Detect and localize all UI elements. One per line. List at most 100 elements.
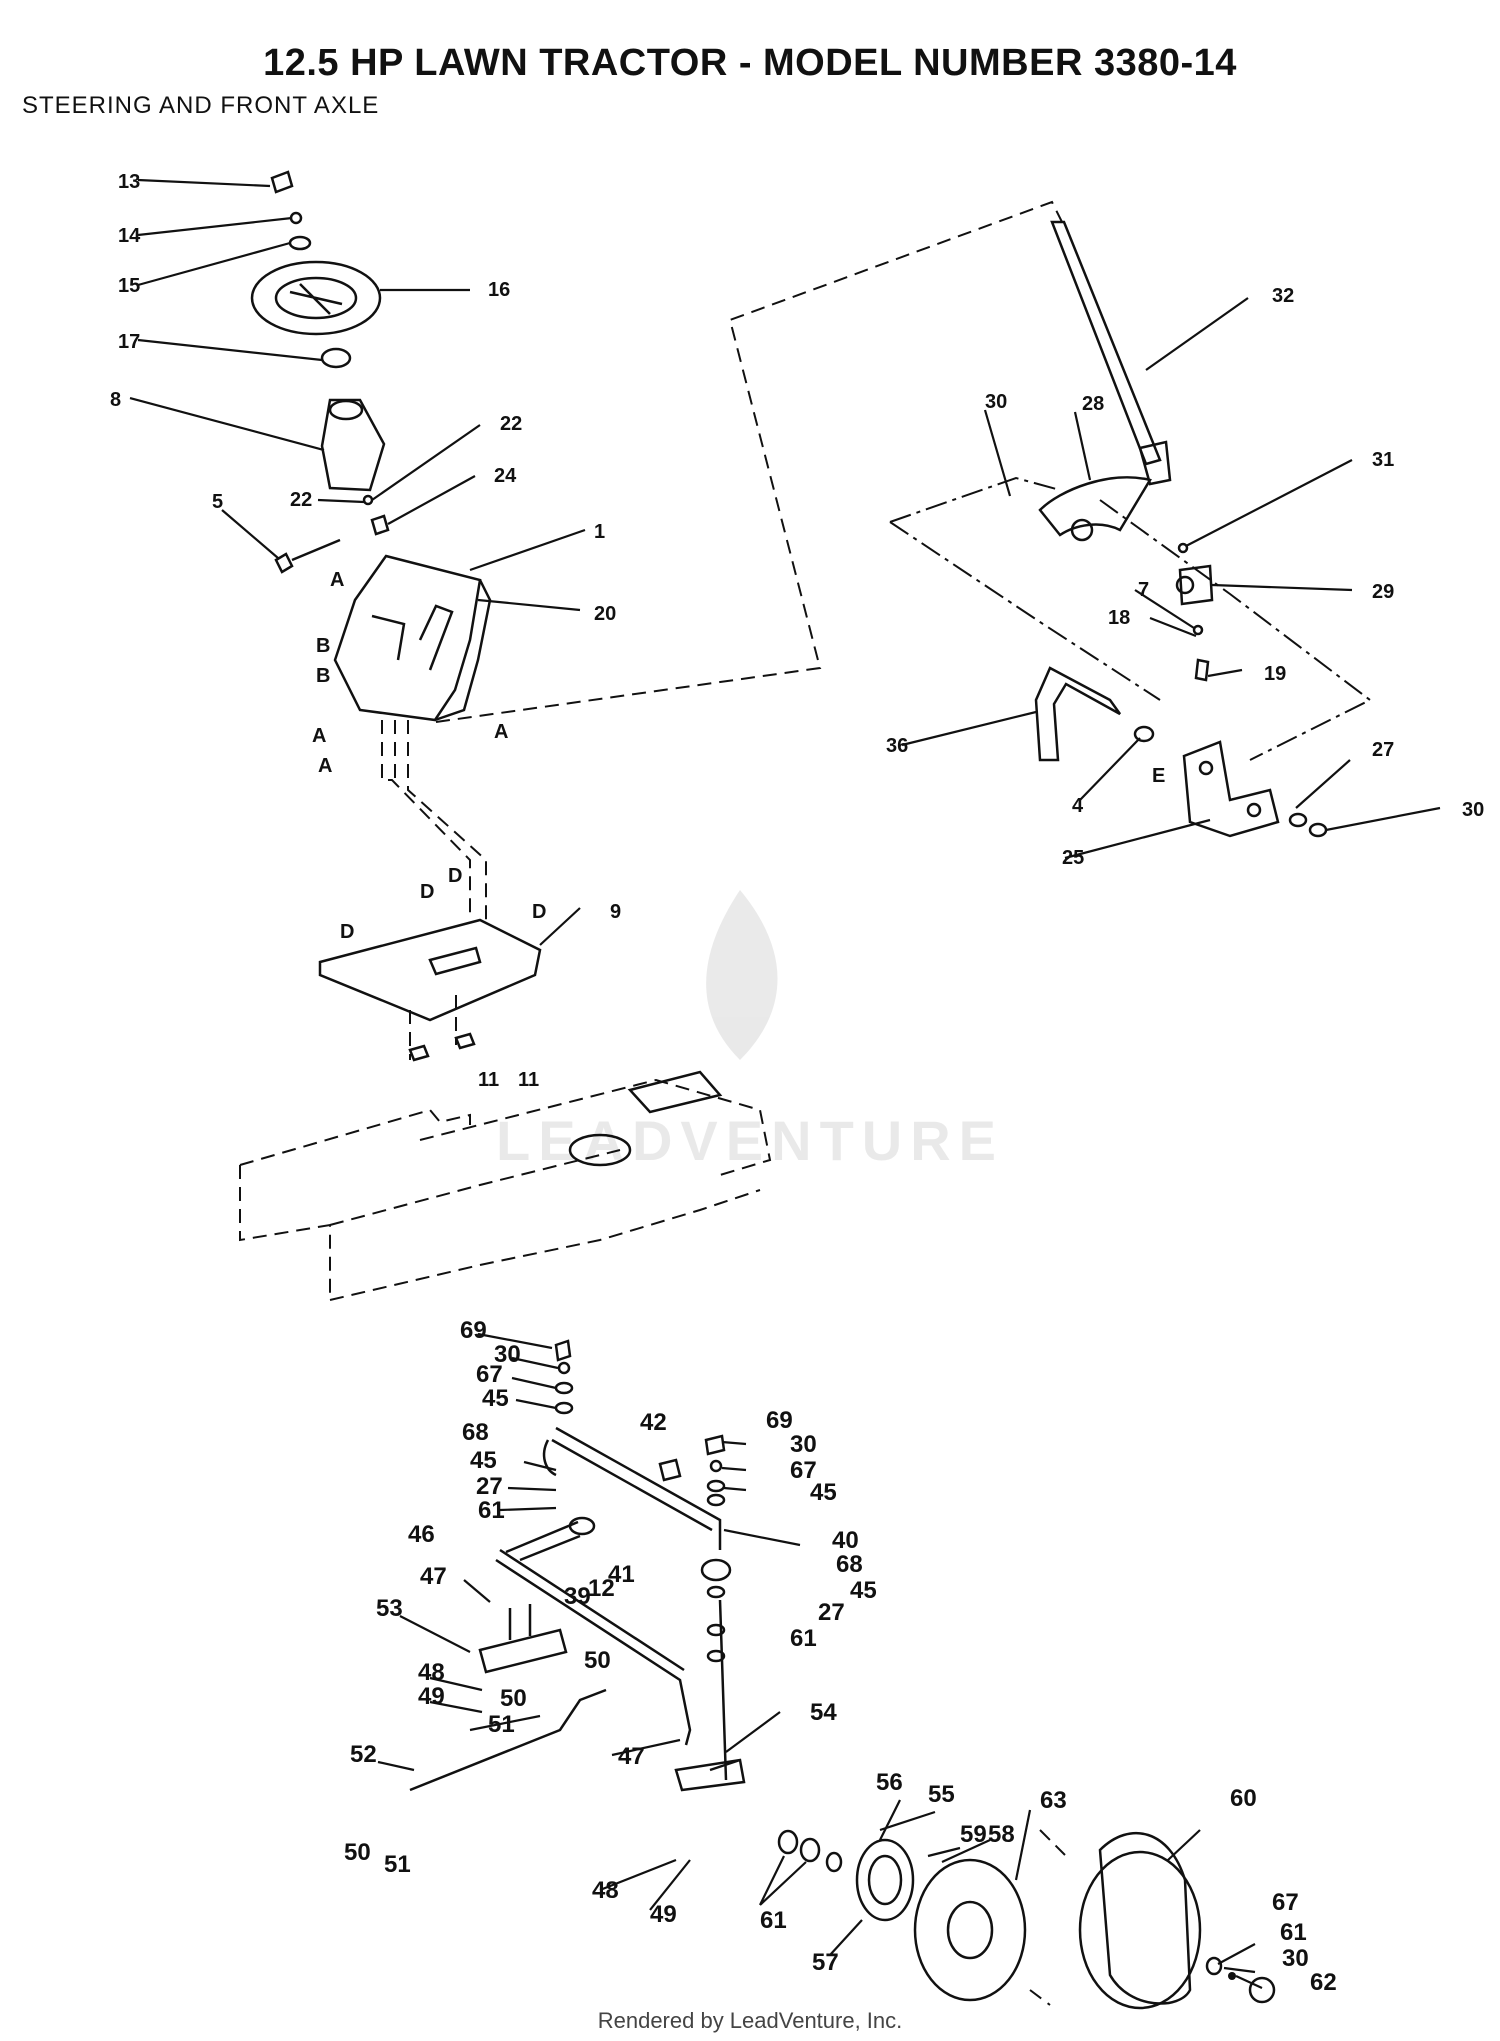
callout-label: 61: [790, 1625, 817, 1652]
steering-gear-assembly: [889, 220, 1372, 838]
callout-label: 22: [500, 413, 522, 435]
callout-label: 47: [618, 1743, 645, 1770]
wheel-rim-part: [913, 1858, 1027, 2002]
watermark-flame-icon: [706, 890, 778, 1060]
pinion-part: [1178, 564, 1214, 606]
callout-label: 41: [608, 1561, 635, 1588]
callout-label: 14: [118, 225, 141, 247]
callout-label: 61: [1280, 1919, 1307, 1946]
callout-label: 45: [810, 1479, 837, 1506]
callout-label: 28: [1082, 393, 1104, 415]
callout-label: 61: [760, 1907, 787, 1934]
callout-label: 50: [344, 1839, 371, 1866]
dash-console-part: [333, 554, 482, 722]
callout-label: 48: [418, 1659, 445, 1686]
callout-label: B: [316, 665, 330, 687]
callout-label: 39: [564, 1583, 591, 1610]
callout-label: 54: [810, 1699, 837, 1726]
nut-part: [289, 211, 303, 225]
steering-adapter-part: [320, 347, 352, 369]
callout-label: 8: [110, 389, 121, 411]
steering-wheel-part: [250, 260, 382, 336]
steering-rod-part: [409, 1688, 607, 1792]
callout-label: 25: [1062, 847, 1084, 869]
callout-label: 30: [985, 391, 1007, 413]
steering-boot-part: [320, 398, 386, 492]
callout-label: 24: [494, 465, 517, 487]
callout-label: 60: [1230, 1785, 1257, 1812]
callout-label: 11: [478, 1069, 499, 1091]
washer-part: [288, 235, 312, 251]
callout-label: 48: [592, 1877, 619, 1904]
callout-label: 61: [478, 1497, 505, 1524]
callout-label: 30: [494, 1341, 521, 1368]
drag-link-part: [495, 1558, 692, 1746]
callout-label: 11: [518, 1069, 539, 1091]
sector-gear-part: [1038, 476, 1152, 537]
callout-label: 40: [832, 1527, 859, 1554]
mounting-plate-part: [318, 918, 542, 1062]
callout-label: 27: [818, 1599, 845, 1626]
callout-label: 63: [1040, 1787, 1067, 1814]
callout-label: 42: [640, 1409, 667, 1436]
callout-label: 1: [594, 521, 605, 543]
callout-label: 58: [988, 1821, 1015, 1848]
steering-column-assembly: [250, 170, 492, 920]
callout-label: 49: [418, 1683, 445, 1710]
callout-label: D: [420, 881, 434, 903]
callout-label: 36: [886, 735, 908, 757]
callout-label: 45: [470, 1447, 497, 1474]
callout-label: 27: [1372, 739, 1394, 761]
callout-label: 31: [1372, 449, 1394, 471]
callout-label: 30: [790, 1431, 817, 1458]
callout-label: 12: [588, 1575, 615, 1602]
callout-label: 7: [1138, 579, 1149, 601]
callout-label: 5: [212, 491, 223, 513]
section-subtitle: STEERING AND FRONT AXLE: [22, 92, 380, 119]
callout-label: 17: [118, 331, 140, 353]
callout-label: 32: [1272, 285, 1294, 307]
callout-label: D: [448, 865, 462, 887]
callout-label: 27: [476, 1473, 503, 1500]
callout-label: E: [1152, 765, 1165, 787]
callout-label: D: [532, 901, 546, 923]
callout-label: 4: [1072, 795, 1084, 817]
callout-label: A: [312, 725, 326, 747]
pivot-bracket-part: [478, 1628, 568, 1674]
steering-wheel-hub: [274, 276, 358, 320]
pin-part: [362, 494, 374, 506]
callout-label: 55: [928, 1781, 955, 1808]
callout-label: 30: [1282, 1945, 1309, 1972]
callout-label: 50: [500, 1685, 527, 1712]
callout-label: 15: [118, 275, 140, 297]
callout-label: A: [330, 569, 344, 591]
callout-label: 67: [476, 1361, 503, 1388]
callout-label: 62: [1310, 1969, 1337, 1996]
callout-label: 67: [1272, 1889, 1299, 1916]
callout-label: 22: [290, 489, 312, 511]
callout-label: D: [340, 921, 354, 943]
callout-label: 49: [650, 1901, 677, 1928]
callout-label: 52: [350, 1741, 377, 1768]
callout-label: A: [494, 721, 508, 743]
leader-lines: [129, 178, 1441, 1989]
tractor-frame: [239, 1070, 772, 1301]
front-axle-assembly: [409, 1339, 1276, 2010]
steering-shaft-part: [1050, 220, 1162, 466]
callout-label: 53: [376, 1595, 403, 1622]
callout-label: 68: [836, 1551, 863, 1578]
screw-part: [274, 538, 341, 574]
callout-label: B: [316, 635, 330, 657]
callout-label: 45: [482, 1385, 509, 1412]
callout-label: 13: [118, 171, 140, 193]
tire-part: [1098, 1832, 1192, 2005]
steering-arm-part: [1034, 666, 1122, 762]
callout-label: 46: [408, 1521, 435, 1548]
callout-label: 16: [488, 279, 510, 301]
callout-label: 56: [876, 1769, 903, 1796]
callout-label: 51: [384, 1851, 411, 1878]
steering-cap-part: [270, 170, 294, 194]
callout-label: 67: [790, 1457, 817, 1484]
callout-label: 19: [1264, 663, 1286, 685]
